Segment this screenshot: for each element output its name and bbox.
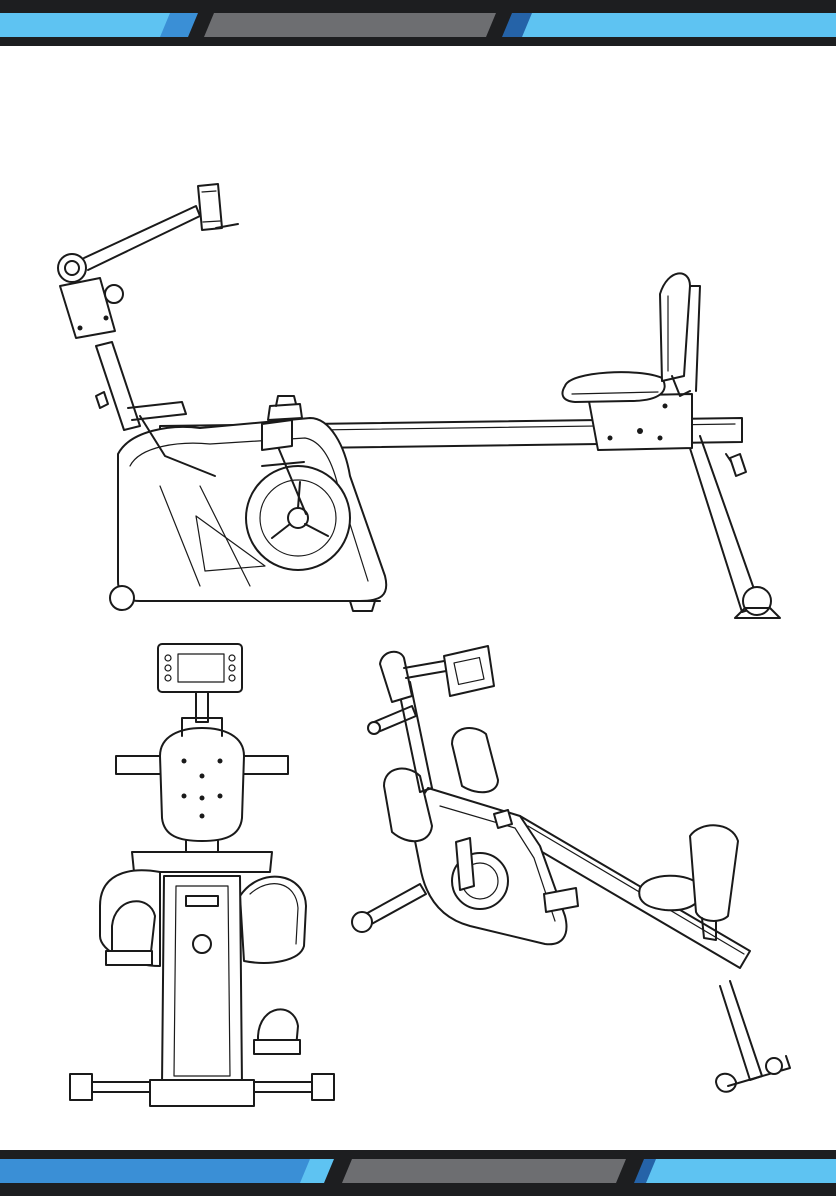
- footer-band-graphic: [0, 1150, 836, 1196]
- illustrations-canvas: [0, 46, 836, 1150]
- footer-band: [0, 1150, 836, 1196]
- product-illustrations: [0, 46, 836, 1150]
- rear-view-drawing: [70, 644, 334, 1106]
- header-band-graphic: [0, 0, 836, 46]
- isometric-view-drawing: [352, 646, 790, 1092]
- side-view-drawing: [58, 184, 780, 618]
- header-band: [0, 0, 836, 46]
